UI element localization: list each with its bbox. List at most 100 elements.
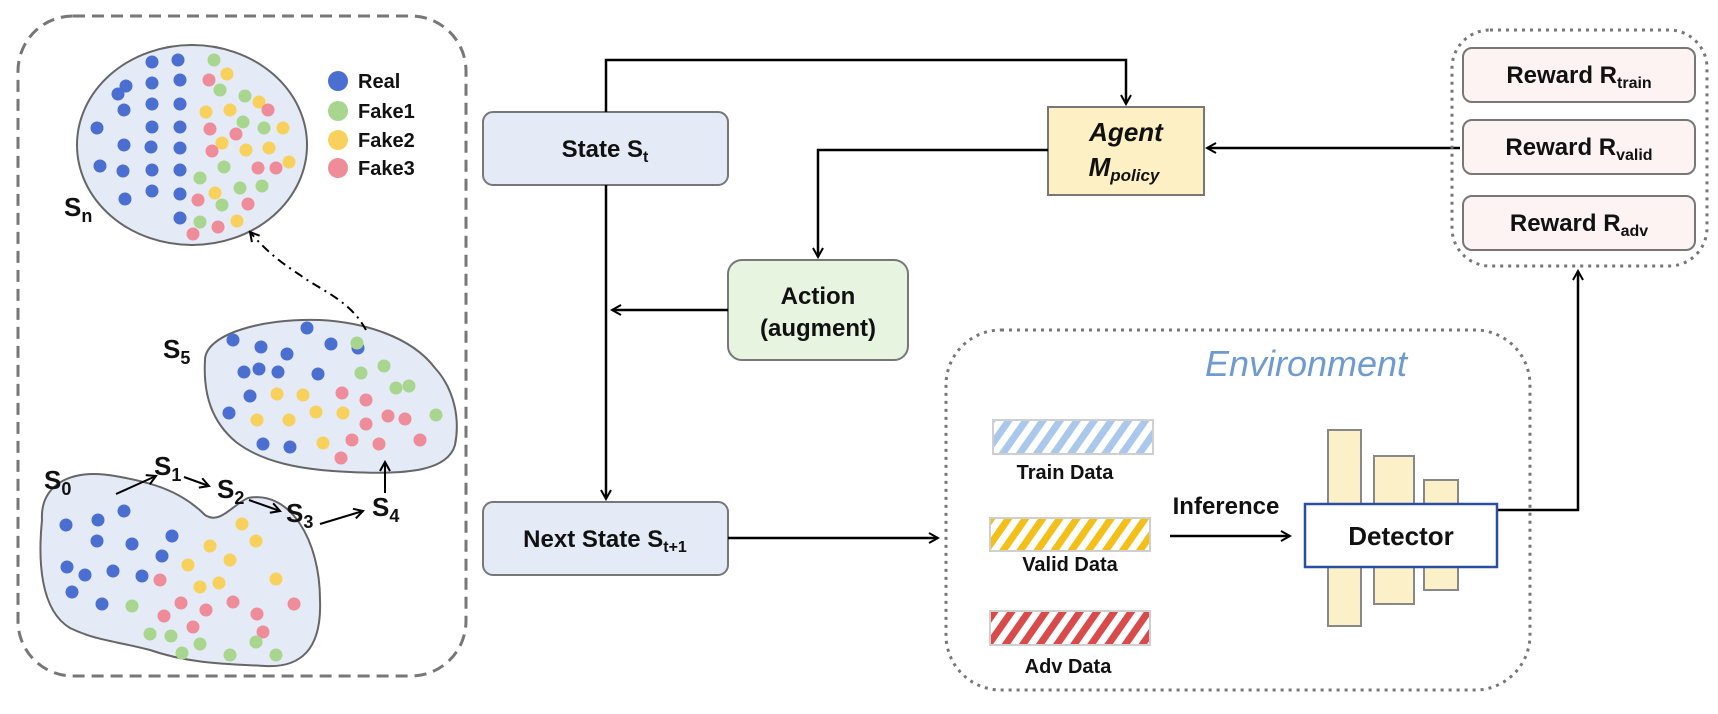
sample-dot <box>208 186 222 200</box>
sample-dot <box>155 549 169 563</box>
state-sn-samples <box>90 53 296 241</box>
sample-dot <box>350 336 364 350</box>
sample-dot <box>173 73 187 87</box>
arrow-s0-s1 <box>115 476 156 495</box>
sample-dot <box>173 163 187 177</box>
adv-data-bar <box>989 610 1151 646</box>
legend-fake2-label: Fake2 <box>358 130 415 152</box>
state-space-panel <box>16 14 468 678</box>
agent-box-label-1: Agent <box>1088 117 1164 147</box>
sample-dot <box>153 573 167 587</box>
sample-dot <box>203 539 217 553</box>
inference-label: Inference <box>1173 493 1280 520</box>
state-s0-label: S0 <box>44 465 71 499</box>
sample-dot <box>372 437 386 451</box>
valid-data-label: Valid Data <box>1022 554 1118 576</box>
sample-dot <box>429 408 443 422</box>
sample-dot <box>276 121 290 135</box>
sample-dot <box>213 83 227 97</box>
sample-dot <box>145 97 159 111</box>
sample-dot <box>164 629 178 643</box>
sample-dot <box>238 89 252 103</box>
sample-dot <box>250 413 264 427</box>
sample-dot <box>207 53 221 67</box>
sample-dot <box>215 198 229 212</box>
sample-dot <box>186 227 200 241</box>
arrow-agent-to-action <box>818 148 1048 257</box>
train-data-label: Train Data <box>1017 462 1115 484</box>
sample-dot <box>255 179 269 193</box>
sample-dot <box>199 105 213 119</box>
sample-dot <box>119 79 133 93</box>
arrow-state-to-agent <box>604 58 1126 112</box>
sample-dot <box>254 340 268 354</box>
sample-dot <box>389 381 403 395</box>
sample-dot <box>173 211 187 225</box>
state-s2-label: S2 <box>217 474 244 508</box>
sample-dot <box>229 127 243 141</box>
arrow-s1-s2 <box>183 476 209 486</box>
legend-fake2-swatch <box>328 130 348 150</box>
sample-dot <box>309 405 323 419</box>
adv-data-label: Adv Data <box>1025 656 1113 678</box>
sample-dot <box>173 97 187 111</box>
sample-dot <box>334 451 348 465</box>
sample-dot <box>316 436 330 450</box>
state-s5-label: S5 <box>163 334 190 368</box>
sample-dot <box>381 409 395 423</box>
sample-dot <box>262 141 276 155</box>
sample-dot <box>271 365 285 379</box>
sample-dot <box>118 192 132 206</box>
sample-dot <box>125 599 139 613</box>
sample-dot <box>223 103 237 117</box>
sample-dot <box>171 53 185 67</box>
sample-dot <box>345 433 359 447</box>
sample-dot <box>95 597 109 611</box>
sample-dot <box>336 406 350 420</box>
sample-dot <box>269 161 283 175</box>
sample-dot <box>125 537 139 551</box>
sample-dot <box>217 160 231 174</box>
sample-dot <box>252 362 266 376</box>
sample-dot <box>93 159 107 173</box>
sample-dot <box>252 95 266 109</box>
sample-dot <box>300 321 314 335</box>
legend-fake1-label: Fake1 <box>358 101 415 123</box>
state-s1-label: S1 <box>154 451 181 485</box>
state-s5-samples <box>222 321 443 465</box>
sample-dot <box>193 637 207 651</box>
sample-dot <box>145 184 159 198</box>
sample-dot <box>78 568 92 582</box>
flow-connectors <box>604 58 1578 538</box>
legend-fake3-label: Fake3 <box>358 158 415 180</box>
sample-dot <box>220 67 234 81</box>
state-s3-label: S3 <box>286 498 313 532</box>
sample-dot <box>59 518 73 532</box>
sample-dot <box>116 164 130 178</box>
sample-dot <box>117 504 131 518</box>
sample-dot <box>202 73 216 87</box>
reward-train-box <box>1462 47 1696 103</box>
reward-valid-box <box>1462 119 1696 175</box>
sample-dot <box>173 141 187 155</box>
sample-dot <box>117 103 131 117</box>
legend-fake1-swatch <box>328 101 348 121</box>
sample-dot <box>173 120 187 134</box>
state-s4-label: S4 <box>372 492 399 526</box>
sample-dot <box>199 603 213 617</box>
sample-dot <box>223 648 237 662</box>
sample-dot <box>106 564 120 578</box>
sample-dot <box>193 215 207 229</box>
sample-dot <box>165 529 179 543</box>
sample-dot <box>402 379 416 393</box>
valid-data-bar <box>989 517 1151 552</box>
detector-box <box>1303 502 1499 569</box>
sample-dot <box>283 440 297 454</box>
sample-dot <box>261 103 275 117</box>
sample-dot <box>222 406 236 420</box>
sample-dot <box>211 220 225 234</box>
state-s0-samples <box>59 504 301 662</box>
sample-dot <box>212 576 226 590</box>
sample-dot <box>249 534 263 548</box>
sample-dot <box>377 359 391 373</box>
